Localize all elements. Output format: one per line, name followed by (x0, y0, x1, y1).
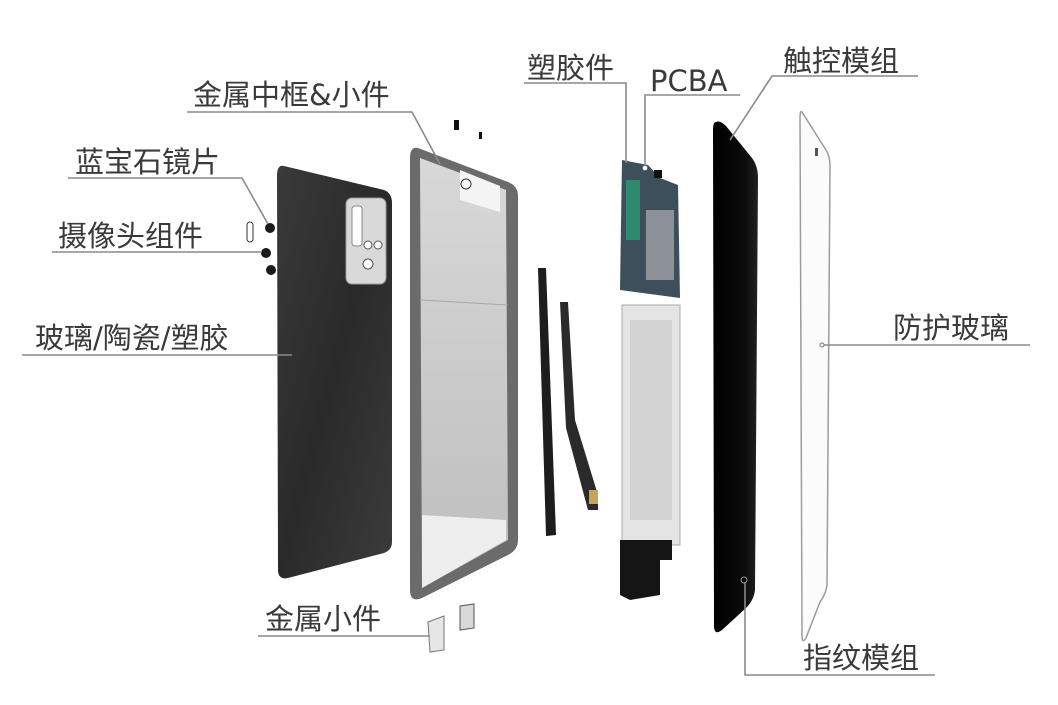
leader-lines (22, 75, 1030, 676)
label-metal-frame: 金属中框&小件 (193, 78, 390, 112)
label-fingerprint-module: 指纹模组 (803, 641, 919, 675)
touch-module (713, 121, 758, 633)
flex-cables (538, 268, 598, 536)
fingerprint-sensor (740, 576, 748, 584)
label-back-cover: 玻璃/陶瓷/塑胶 (35, 321, 229, 355)
metal-small-parts (427, 603, 475, 653)
protective-glass (799, 110, 831, 642)
shield-parts (620, 540, 672, 600)
label-plastic-parts: 塑胶件 (527, 51, 614, 85)
label-protective-glass: 防护玻璃 (893, 311, 1009, 345)
sapphire-lens-parts (246, 221, 276, 275)
pcba (620, 160, 680, 298)
label-pcba: PCBA (650, 64, 728, 98)
label-sapphire-lens: 蓝宝石镜片 (75, 145, 220, 179)
back-cover (277, 165, 392, 579)
metal-frame (410, 120, 518, 600)
battery (620, 304, 681, 600)
label-touch-module: 触控模组 (783, 44, 899, 78)
label-metal-small-parts: 金属小件 (265, 602, 381, 636)
label-camera-assembly: 摄像头组件 (58, 219, 203, 253)
